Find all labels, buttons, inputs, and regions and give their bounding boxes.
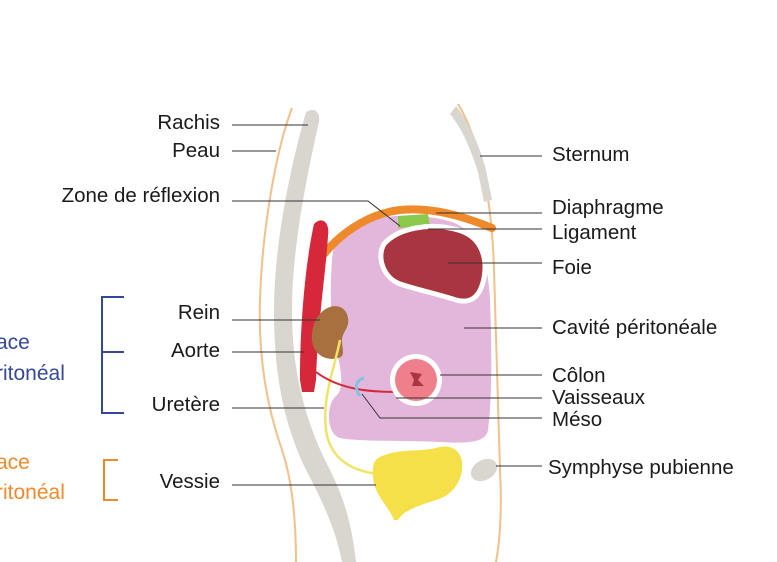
aorta-shape [300, 220, 329, 392]
label-ligament: Ligament [552, 221, 637, 244]
label-rein: Rein [178, 301, 220, 324]
label-vessie: Vessie [160, 470, 220, 493]
label-rachis: Rachis [157, 111, 220, 134]
label-diaphragme: Diaphragme [552, 196, 664, 219]
ligament-shape [398, 214, 430, 228]
label-cavite: Cavité péritonéale [552, 316, 717, 339]
label-aorte: Aorte [171, 339, 220, 362]
pubic-symphysis-shape [470, 458, 498, 482]
label-colon: Côlon [552, 364, 606, 387]
colon-lumen [410, 372, 424, 386]
label-foie: Foie [552, 256, 592, 279]
group-retro-line2: ritonéal [0, 362, 65, 385]
leader-lines-right [361, 155, 542, 467]
label-symphyse: Symphyse pubienne [548, 456, 734, 479]
group-retro-line1: ace [0, 331, 30, 354]
label-sternum: Sternum [552, 143, 629, 166]
spine-shape [274, 109, 356, 562]
bladder-shape [372, 446, 463, 520]
sternum-shape [450, 106, 492, 202]
label-meso: Méso [552, 408, 602, 431]
leader-lines-left [232, 124, 401, 486]
label-zone-reflexion: Zone de réflexion [62, 184, 220, 207]
label-peau: Peau [172, 139, 220, 162]
liver-shape [378, 223, 488, 304]
bracket-subperitoneal [103, 459, 118, 501]
group-sous-line1: ace [0, 451, 30, 474]
meso-shape [355, 376, 365, 397]
leader-zone-reflexion [232, 200, 401, 227]
skin-outline-back [258, 107, 297, 562]
group-sous-line2: ritonéal [0, 481, 65, 504]
bracket-retroperitoneal [101, 296, 124, 414]
ureter-shape [324, 339, 381, 476]
label-vaisseaux: Vaisseaux [552, 386, 646, 409]
leader-meso [361, 393, 542, 419]
label-uretere: Uretère [152, 393, 220, 416]
diaphragm-shape [314, 205, 496, 266]
